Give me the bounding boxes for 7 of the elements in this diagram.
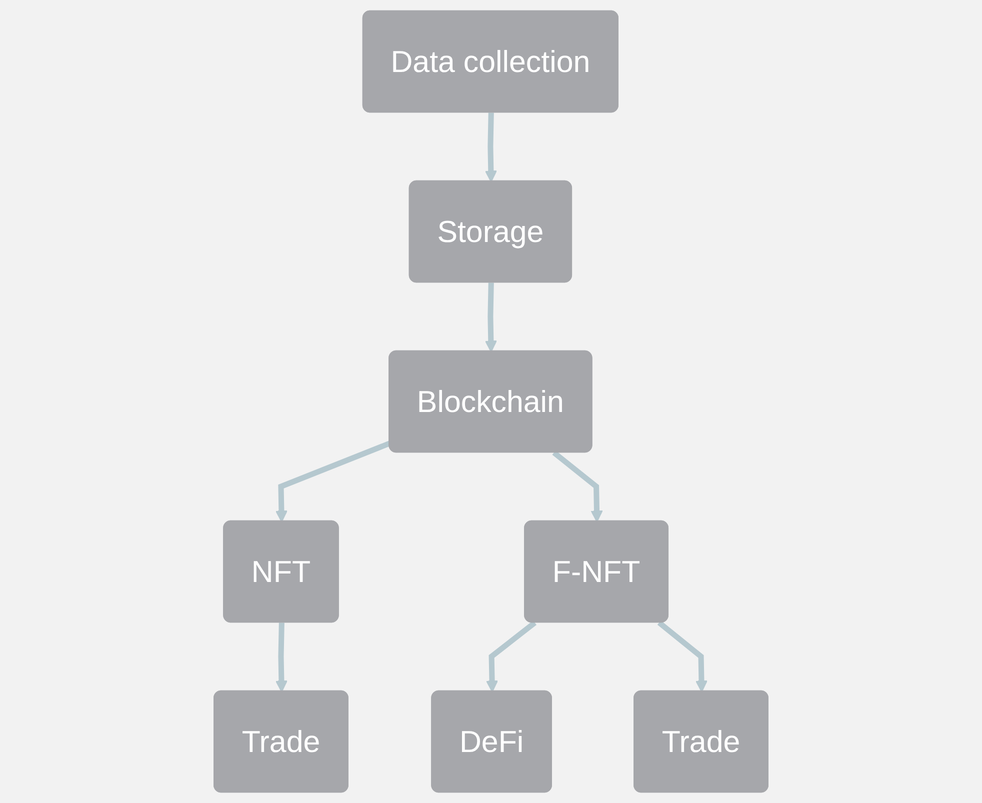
arrow xyxy=(484,282,497,352)
arrow xyxy=(275,440,391,522)
arrow xyxy=(657,620,708,692)
arrow xyxy=(484,112,497,182)
arrow xyxy=(275,622,288,692)
arrow xyxy=(552,450,603,522)
arrow xyxy=(486,620,537,692)
